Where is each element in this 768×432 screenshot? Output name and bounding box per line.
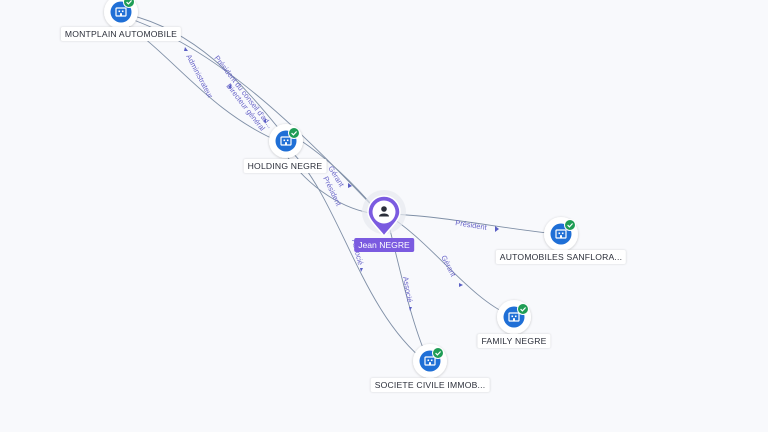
verified-badge-icon <box>517 303 529 315</box>
edge-president-sanflora[interactable] <box>385 213 559 235</box>
person-icon <box>379 206 389 217</box>
node-label-sci[interactable]: SOCIETE CIVILE IMMOB... <box>370 378 490 392</box>
edges: Administrateur Président du conseil d'ad… <box>115 13 559 363</box>
verified-badge-icon <box>432 347 444 359</box>
edge-arrow <box>228 84 231 89</box>
node-label-sanflora[interactable]: AUTOMOBILES SANFLORA... <box>495 250 627 264</box>
company-node-holding[interactable] <box>269 124 303 158</box>
edge-label: Président <box>455 218 489 232</box>
node-label-family[interactable]: FAMILY NEGRE <box>477 334 551 348</box>
verified-badge-icon <box>288 127 300 139</box>
company-node-sanflora[interactable] <box>544 217 578 251</box>
edge-label: Administrateur <box>184 53 215 100</box>
edge-arrow <box>495 226 499 232</box>
company-node-montplain[interactable] <box>104 0 138 29</box>
node-label-jean[interactable]: Jean NEGRE <box>354 238 414 252</box>
verified-badge-icon <box>123 0 135 8</box>
company-node-family[interactable] <box>497 300 531 334</box>
edge-label: Associé <box>401 276 414 303</box>
node-label-montplain[interactable]: MONTPLAIN AUTOMOBILE <box>60 27 182 41</box>
edge-president-conseil[interactable] <box>125 13 289 141</box>
verified-badge-icon <box>564 219 576 231</box>
edge-arrow <box>409 307 412 311</box>
edge-arrow <box>360 268 363 272</box>
edge-arrow <box>263 118 266 123</box>
company-node-sci[interactable] <box>413 344 447 378</box>
person-node-jean[interactable] <box>362 190 406 238</box>
edge-arrow <box>348 183 352 188</box>
edge-label: Président du conseil d'ad... <box>212 54 274 130</box>
edge-arrow <box>184 47 188 51</box>
node-label-holding[interactable]: HOLDING NEGRE <box>243 159 327 173</box>
edge-label: Gérant <box>439 254 458 279</box>
edge-arrow <box>459 283 463 287</box>
